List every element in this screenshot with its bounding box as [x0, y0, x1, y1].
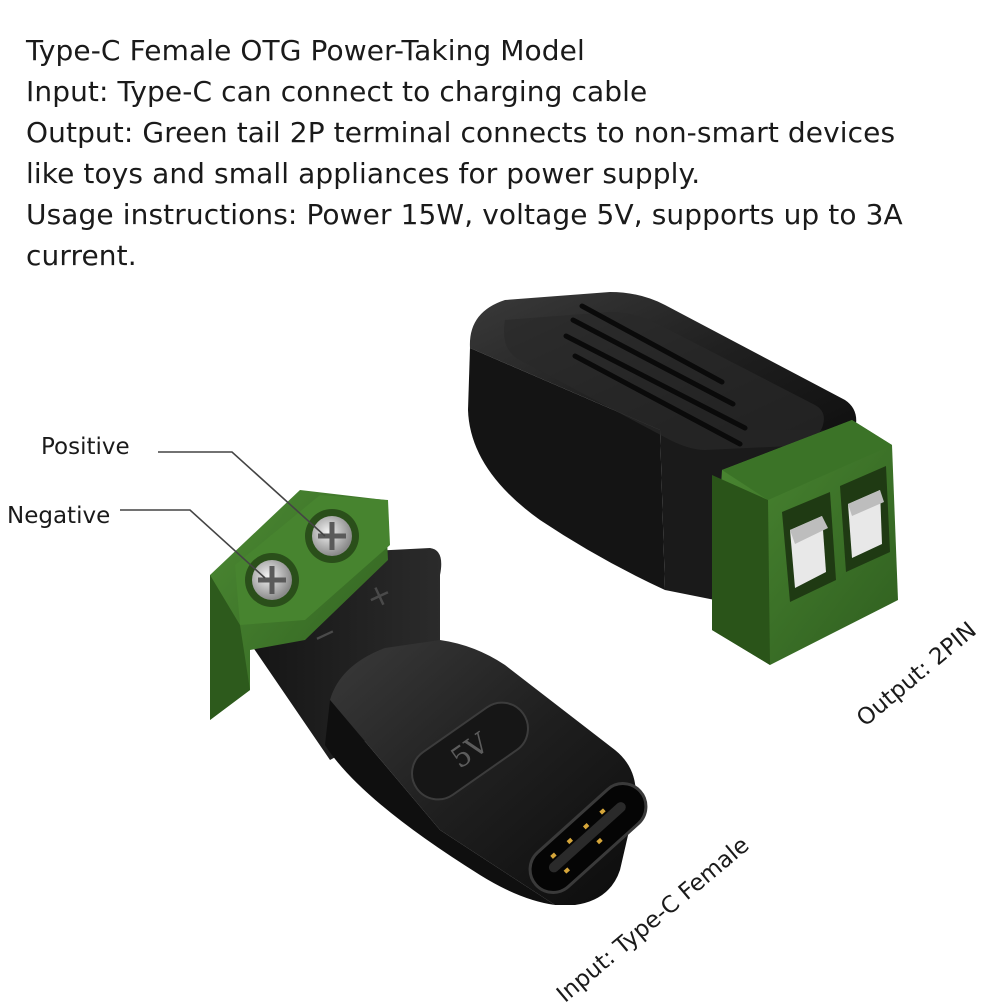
description-line-output-cont: like toys and small appliances for power… [26, 157, 701, 190]
right-terminal-top [722, 420, 892, 500]
right-adapter-side [468, 348, 665, 590]
positive-callout-line [158, 451, 326, 537]
negative-callout-line [120, 509, 266, 579]
right-adapter [468, 292, 898, 665]
right-adapter-grip-lines [563, 303, 748, 447]
description-line-input: Input: Type-C can connect to charging ca… [26, 75, 648, 108]
right-terminal-side [712, 475, 770, 665]
left-terminal-side [210, 575, 250, 720]
description-line-usage: Usage instructions: Power 15W, voltage 5… [26, 198, 903, 231]
description-line-output: Output: Green tail 2P terminal connects … [26, 116, 896, 149]
description-line-usage-cont: current. [26, 239, 137, 272]
type-c-port [528, 782, 648, 894]
description-line-title: Type-C Female OTG Power-Taking Model [26, 34, 585, 67]
right-terminal-slot-1 [782, 492, 836, 602]
voltage-badge: 5V [411, 701, 529, 801]
positive-screw [305, 509, 359, 563]
negative-screw [245, 553, 299, 607]
negative-label: Negative [7, 503, 111, 529]
left-adapter: + − 5V [210, 490, 648, 905]
positive-label: Positive [41, 434, 130, 460]
right-terminal-slot-2 [840, 466, 890, 572]
product-description: Type-C Female OTG Power-Taking Model Inp… [26, 30, 976, 276]
